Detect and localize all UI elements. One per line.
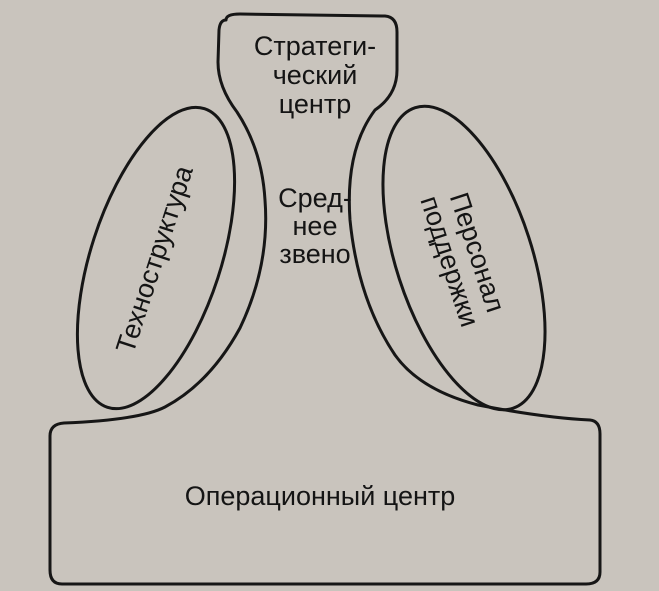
- middle-line-line-3: звено: [279, 239, 351, 269]
- operating-core-label: Операционный центр: [184, 481, 456, 511]
- middle-line-line-1: Сред-: [278, 183, 352, 213]
- middle-line-line-2: нее: [292, 211, 338, 241]
- middle-line-label: Сред- нее звено: [250, 184, 380, 268]
- central-outline: [48, 12, 602, 586]
- technostructure-ellipse: [75, 105, 237, 411]
- strategic-apex-label: Стратеги- ческий центр: [230, 32, 400, 119]
- strategic-apex-line-2: ческий: [272, 60, 358, 90]
- strategic-apex-line-3: центр: [278, 89, 352, 119]
- strategic-apex-line-1: Стратеги-: [253, 31, 377, 61]
- support-staff-ellipse: [381, 104, 547, 412]
